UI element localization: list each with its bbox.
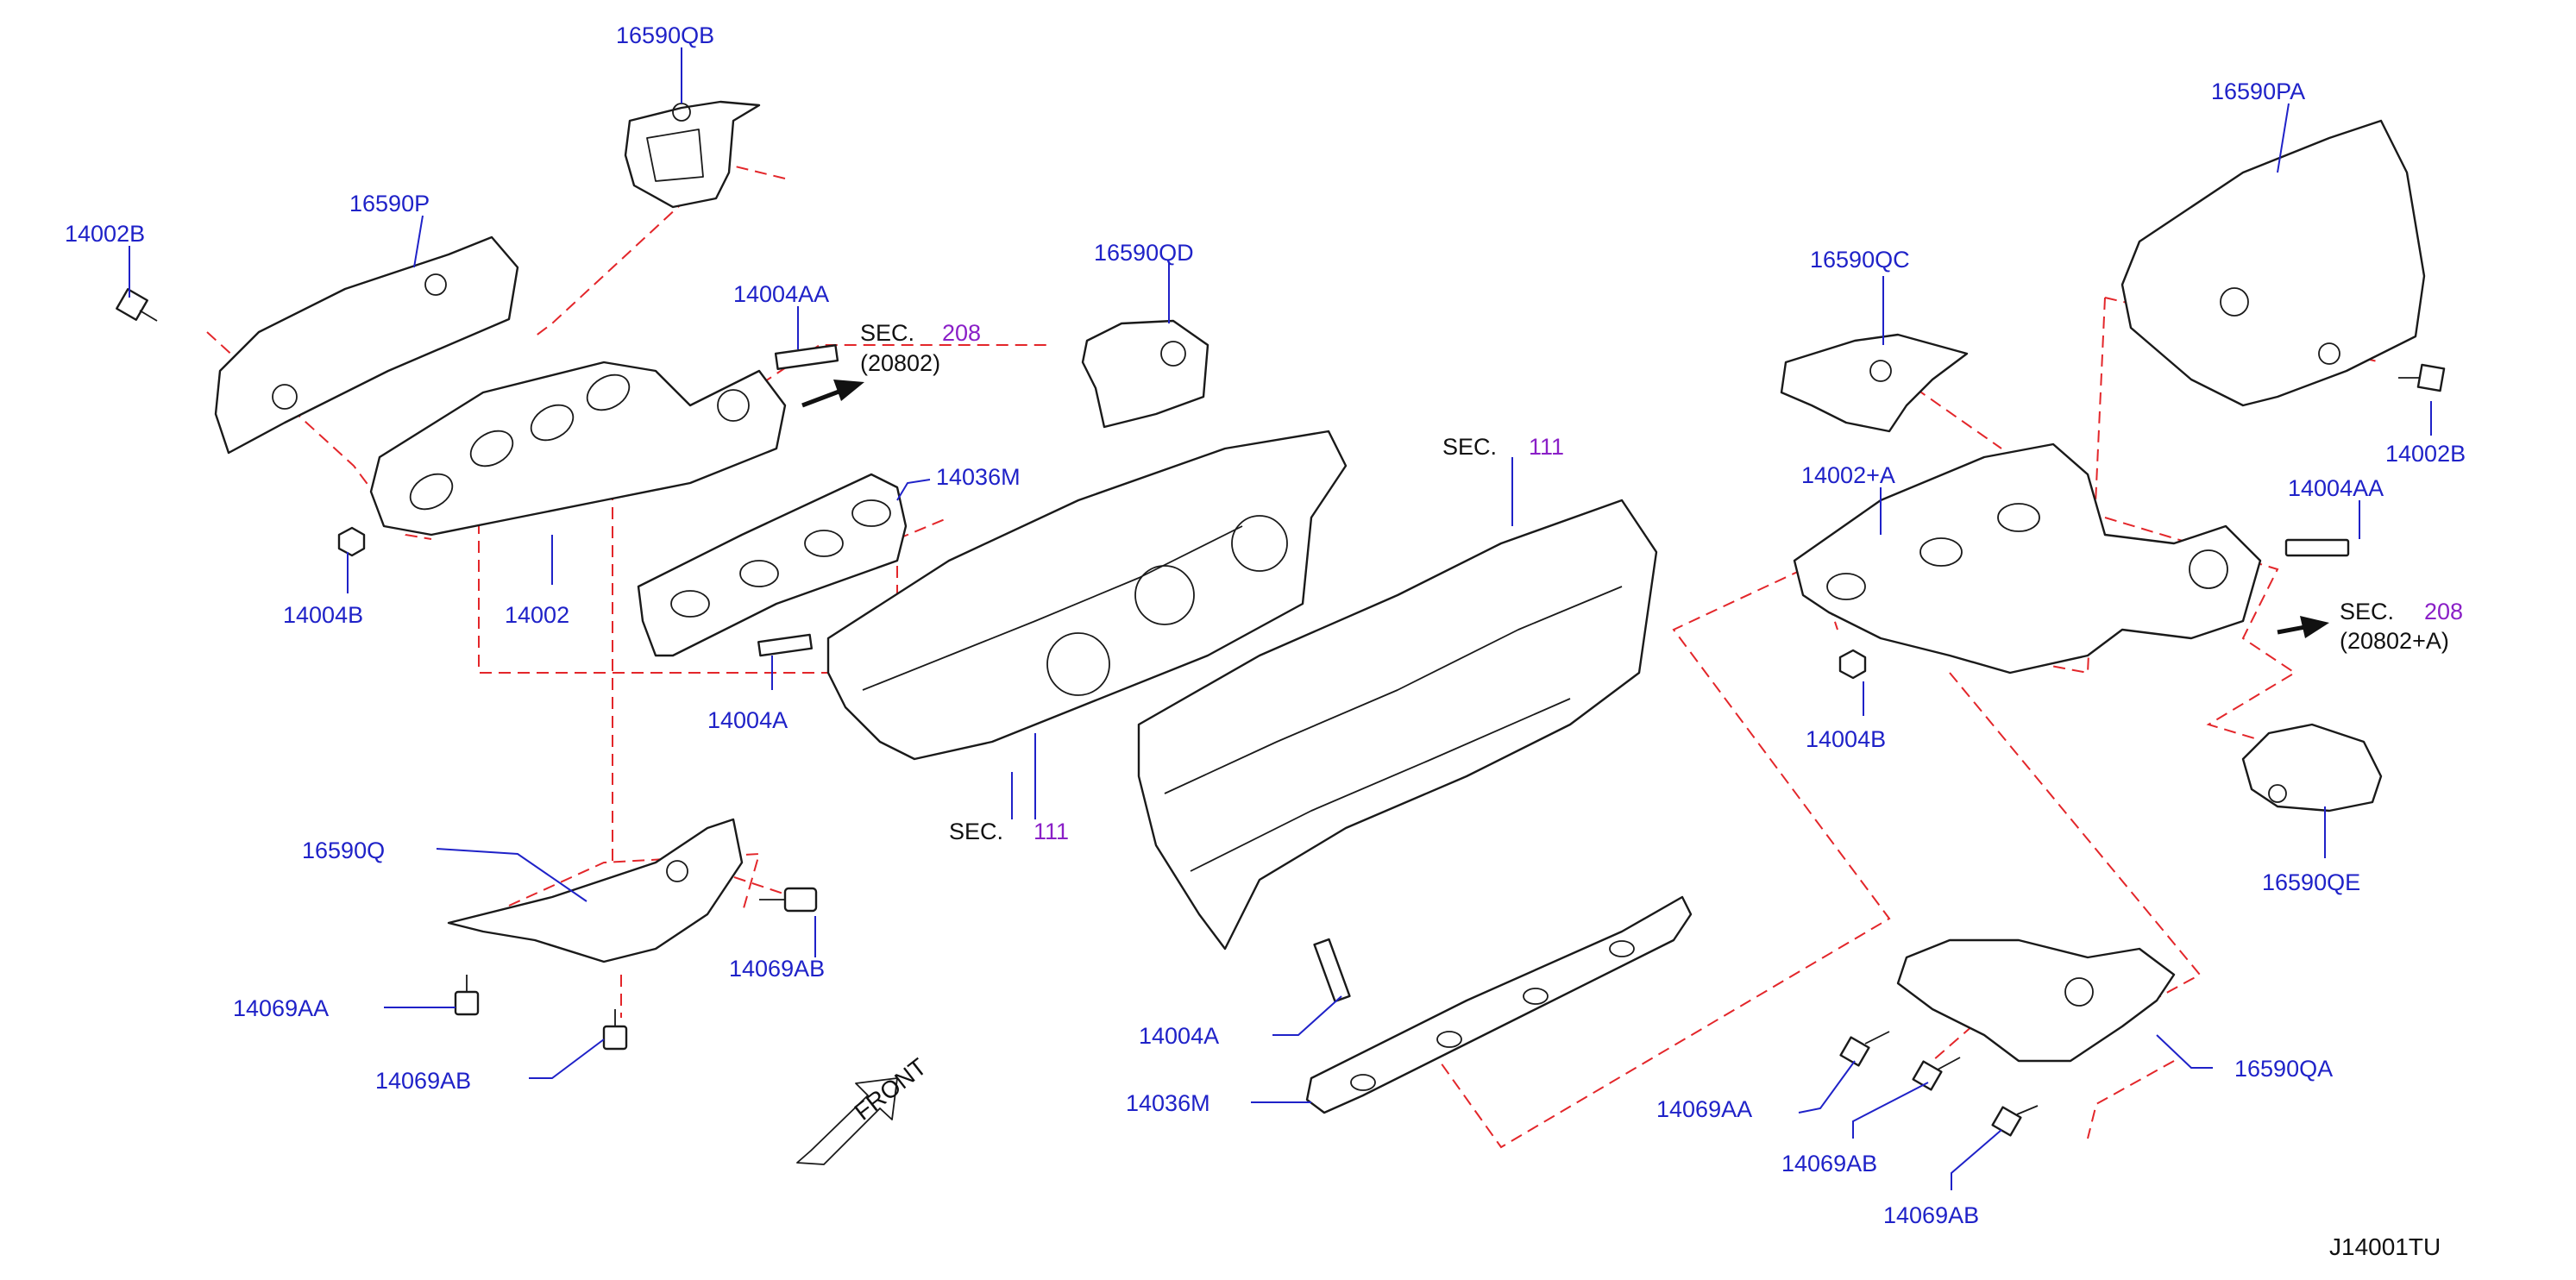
part-cylinder-head-right <box>1137 499 1658 951</box>
part-label-14004aa-left[interactable]: 14004AA <box>733 281 829 307</box>
part-label-16590qd[interactable]: 16590QD <box>1094 240 1194 266</box>
part-label-14069ab-right-2[interactable]: 14069AB <box>1883 1202 1979 1228</box>
part-label-14036m-lower[interactable]: 14036M <box>1126 1090 1210 1116</box>
part-heat-insulator-16590q <box>447 818 744 963</box>
part-bolt-14069ab-bottom-left <box>602 1009 628 1051</box>
part-stud-14004aa-left <box>774 344 839 370</box>
part-label-14002b-right[interactable]: 14002B <box>2385 441 2466 467</box>
sec-ref-111-center: SEC. 111 <box>1442 434 1564 460</box>
part-label-16590q[interactable]: 16590Q <box>302 838 385 863</box>
sec-ref-208-right: SEC. 208 (20802+A) <box>2340 599 2463 654</box>
sec-ref-111-left: SEC. 111 <box>949 819 1069 844</box>
part-label-16590qe[interactable]: 16590QE <box>2262 869 2360 895</box>
part-stud-14004aa-right <box>2284 538 2350 557</box>
part-stud-14004a-left <box>757 633 814 657</box>
part-label-16590pa[interactable]: 16590PA <box>2211 78 2305 104</box>
part-heat-insulator-16590qc <box>1780 333 1969 433</box>
part-label-14069ab-top-left[interactable]: 14069AB <box>729 956 825 982</box>
part-label-14004a-upper[interactable]: 14004A <box>707 707 788 733</box>
part-label-14036m-upper[interactable]: 14036M <box>936 464 1021 490</box>
part-label-14004b-left[interactable]: 14004B <box>283 602 363 628</box>
part-exhaust-manifold-14002 <box>369 361 787 536</box>
part-label-16590p[interactable]: 16590P <box>349 191 430 216</box>
part-label-14069ab-right-1[interactable]: 14069AB <box>1781 1151 1877 1176</box>
sec-208-arrow-left <box>801 380 864 408</box>
part-bolt-14002b-right <box>2398 363 2446 392</box>
front-arrow <box>796 1077 898 1165</box>
part-gasket-14036m-left <box>637 473 908 657</box>
part-labels: 16590QB 16590P 14002B 14004AA 16590QD 14… <box>65 22 2466 1228</box>
part-bolt-14069aa-left <box>454 975 480 1016</box>
sec-word: SEC. <box>860 320 914 346</box>
part-heat-insulator-16590qe <box>2241 723 2383 813</box>
part-heat-insulator-16590qb <box>624 100 761 209</box>
part-label-14069aa-right[interactable]: 14069AA <box>1656 1096 1752 1122</box>
sec-number[interactable]: 111 <box>1529 434 1564 460</box>
part-label-16590qb[interactable]: 16590QB <box>616 22 714 48</box>
part-label-14002b-left[interactable]: 14002B <box>65 221 145 247</box>
part-bolt-14002b-left <box>116 288 158 322</box>
part-nut-14004b-right <box>1838 649 1867 680</box>
part-cylinder-head-left <box>826 430 1348 761</box>
part-bolt-14069ab-top-left <box>759 887 818 913</box>
sec-sub: (20802) <box>860 350 940 376</box>
part-gasket-14036m-lower <box>1305 895 1693 1114</box>
part-label-14069ab-bottom-left[interactable]: 14069AB <box>375 1068 471 1094</box>
part-label-14004b-right[interactable]: 14004B <box>1806 726 1886 752</box>
part-exhaust-manifold-14002a <box>1793 442 2262 675</box>
part-label-14002a[interactable]: 14002+A <box>1801 462 1895 488</box>
part-label-14004aa-right[interactable]: 14004AA <box>2288 475 2384 501</box>
diagram-id: J14001TU <box>2329 1233 2441 1260</box>
sec-word: SEC. <box>949 819 1003 844</box>
sec-sub: (20802+A) <box>2340 628 2449 654</box>
part-heat-insulator-16590pa <box>2120 119 2426 407</box>
sec-208-arrow-right <box>2277 616 2329 638</box>
part-label-14069aa-left[interactable]: 14069AA <box>233 995 329 1021</box>
part-label-14002[interactable]: 14002 <box>505 602 569 628</box>
part-heat-insulator-16590qd <box>1081 319 1209 429</box>
sec-ref-208-left: SEC. 208 (20802) <box>860 320 981 376</box>
leader-lines <box>129 47 2432 1190</box>
sec-word: SEC. <box>1442 434 1497 460</box>
sec-number[interactable]: 208 <box>2424 599 2463 624</box>
sec-number[interactable]: 111 <box>1034 819 1069 844</box>
part-heat-insulator-16590qa <box>1896 938 2176 1063</box>
part-label-16590qa[interactable]: 16590QA <box>2234 1056 2333 1082</box>
part-label-16590qc[interactable]: 16590QC <box>1810 247 1910 273</box>
sec-number[interactable]: 208 <box>942 320 981 346</box>
part-bolt-14069ab-right-1 <box>1912 1057 1961 1091</box>
part-label-14004a-lower[interactable]: 14004A <box>1139 1023 1219 1049</box>
part-heat-insulator-16590p <box>214 235 519 455</box>
part-bolt-14069aa-right <box>1839 1031 1890 1067</box>
part-nut-14004b-left <box>337 526 366 557</box>
sec-word: SEC. <box>2340 599 2394 624</box>
part-stud-14004a-lower <box>1313 938 1351 1003</box>
